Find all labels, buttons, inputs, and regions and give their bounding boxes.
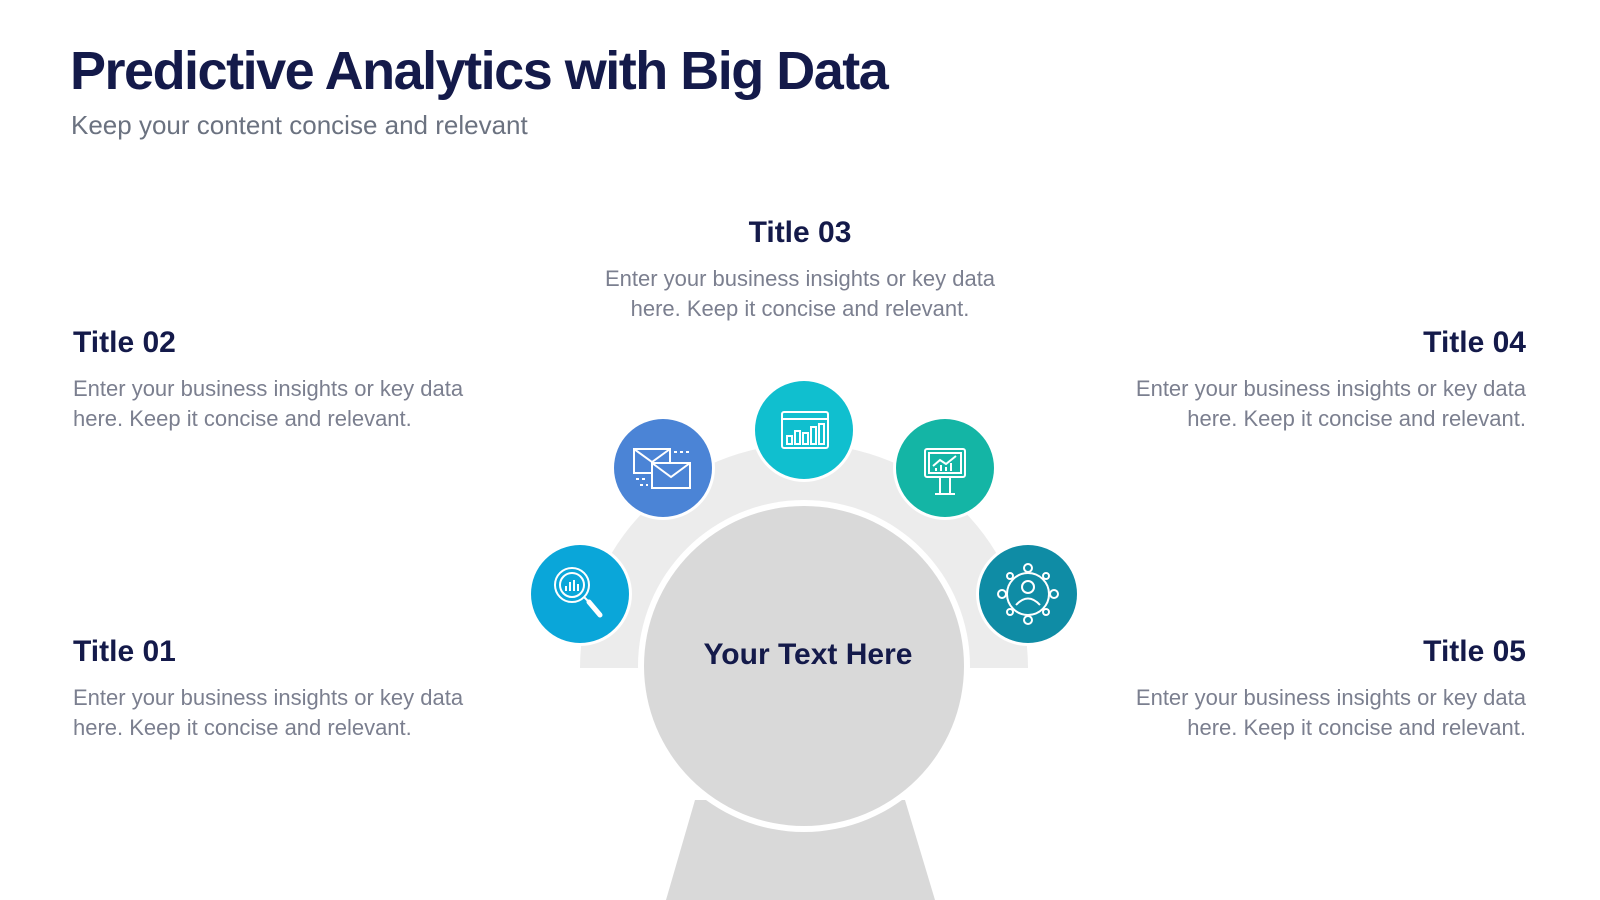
text-block-04: Title 04 Enter your business insights or… — [1126, 326, 1526, 434]
text-block-03: Title 03 Enter your business insights or… — [600, 216, 1000, 324]
block-text-01: Enter your business insights or key data… — [73, 685, 464, 740]
bar-chart-window-icon — [781, 411, 829, 449]
icon-node-01 — [528, 542, 632, 646]
icon-node-04 — [893, 416, 997, 520]
block-text-03: Enter your business insights or key data… — [604, 266, 996, 321]
block-title-01: Title 01 — [73, 635, 176, 668]
block-title-04: Title 04 — [1423, 326, 1526, 359]
block-title-05: Title 05 — [1423, 635, 1526, 668]
icon-node-02 — [611, 416, 715, 520]
page-title: Predictive Analytics with Big Data — [70, 41, 889, 101]
text-block-05: Title 05 Enter your business insights or… — [1126, 635, 1526, 743]
center-text: Your Text Here — [703, 638, 913, 671]
block-title-03: Title 03 — [748, 216, 852, 249]
block-text-02: Enter your business insights or key data… — [73, 376, 464, 431]
text-block-02: Title 02 Enter your business insights or… — [73, 326, 473, 434]
network-user-icon — [997, 563, 1059, 625]
presentation-board-icon — [924, 448, 966, 495]
block-text-05: Enter your business insights or key data… — [1135, 685, 1526, 740]
block-text-04: Enter your business insights or key data… — [1135, 376, 1526, 431]
icon-node-03 — [752, 378, 856, 482]
icon-node-03-disc — [755, 381, 853, 479]
diagram-pedestal — [666, 800, 935, 900]
envelopes-icon — [633, 448, 691, 489]
block-title-02: Title 02 — [73, 326, 176, 359]
center-circle-fill — [644, 506, 964, 826]
icon-node-05 — [976, 542, 1080, 646]
page-subtitle: Keep your content concise and relevant — [71, 110, 528, 140]
text-block-01: Title 01 Enter your business insights or… — [73, 635, 473, 743]
magnifier-chart-icon — [554, 567, 603, 618]
